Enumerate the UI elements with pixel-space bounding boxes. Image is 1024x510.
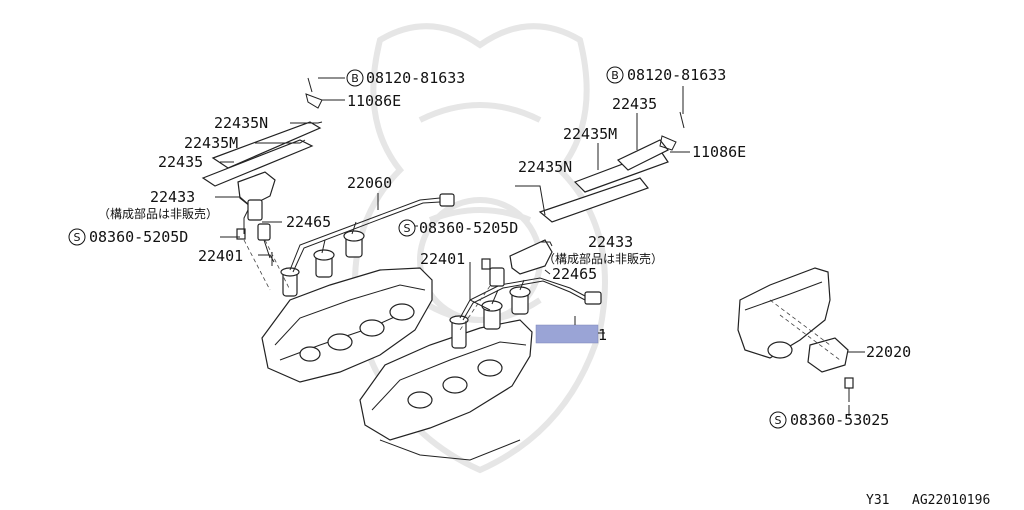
callout-plug-right: 22401 xyxy=(420,250,465,268)
callout-sensor-right: 22433 xyxy=(588,233,633,251)
callout-cover: 22020 xyxy=(866,343,911,361)
air-duct-cover xyxy=(737,267,854,402)
right-ignition-coils xyxy=(449,286,531,349)
footer-diagram-code: AG22010196 xyxy=(912,493,990,508)
svg-text:B: B xyxy=(351,72,359,85)
callout-harness: 22060 xyxy=(347,174,392,192)
callout-bolt-right: B 08120-81633 xyxy=(606,66,726,84)
svg-text:08120-81633: 08120-81633 xyxy=(366,69,465,87)
callout-bolt-left: B 08120-81633 xyxy=(346,69,465,87)
left-ignition-coils xyxy=(280,230,365,297)
callout-coil-right: 22465 xyxy=(552,265,597,283)
callout-screw-cover: S 08360-53025 xyxy=(769,411,889,429)
callout-gasket-right: 22435 xyxy=(612,95,657,113)
callout-coil-left: 22465 xyxy=(286,213,331,231)
redaction-box xyxy=(535,324,599,344)
left-wire-harness xyxy=(289,193,455,273)
left-cylinder-head xyxy=(261,267,433,383)
right-cylinder-head xyxy=(359,319,533,461)
svg-text:08360-5205D: 08360-5205D xyxy=(419,219,518,237)
callout-gasket-m-right: 22435M xyxy=(563,125,617,143)
note-not-sold-left: （構成部品は非販売） xyxy=(98,206,218,221)
right-cam-sensor-parts xyxy=(481,111,685,287)
note-not-sold-right: （構成部品は非販売） xyxy=(543,251,663,266)
svg-text:08360-5205D: 08360-5205D xyxy=(89,228,188,246)
callout-screw-right: S 08360-5205D xyxy=(398,219,518,237)
callout-plug-left: 22401 xyxy=(198,247,243,265)
svg-text:S: S xyxy=(74,231,81,244)
left-cam-sensor-parts xyxy=(201,77,323,266)
callout-gasket-left: 22435 xyxy=(158,153,203,171)
callout-screw-left: S 08360-5205D xyxy=(68,228,188,246)
leader-lines xyxy=(215,77,865,416)
guide-lines xyxy=(243,239,841,361)
callout-gasket-n-left: 22435N xyxy=(214,114,268,132)
svg-text:S: S xyxy=(404,222,411,235)
footer-model: Y31 xyxy=(866,493,889,508)
svg-text:08120-81633: 08120-81633 xyxy=(627,66,726,84)
right-wire-harness xyxy=(459,277,602,321)
svg-text:B: B xyxy=(611,69,619,82)
callout-bracket-right: 11086E xyxy=(692,143,746,161)
svg-text:S: S xyxy=(775,414,782,427)
callout-gasket-n-right: 22435N xyxy=(518,158,572,176)
callout-sensor-left: 22433 xyxy=(150,188,195,206)
callout-hidden-suffix: 1 xyxy=(598,326,607,344)
callout-bracket-left: 11086E xyxy=(347,92,401,110)
callout-gasket-m-left: 22435M xyxy=(184,134,238,152)
svg-text:08360-53025: 08360-53025 xyxy=(790,411,889,429)
